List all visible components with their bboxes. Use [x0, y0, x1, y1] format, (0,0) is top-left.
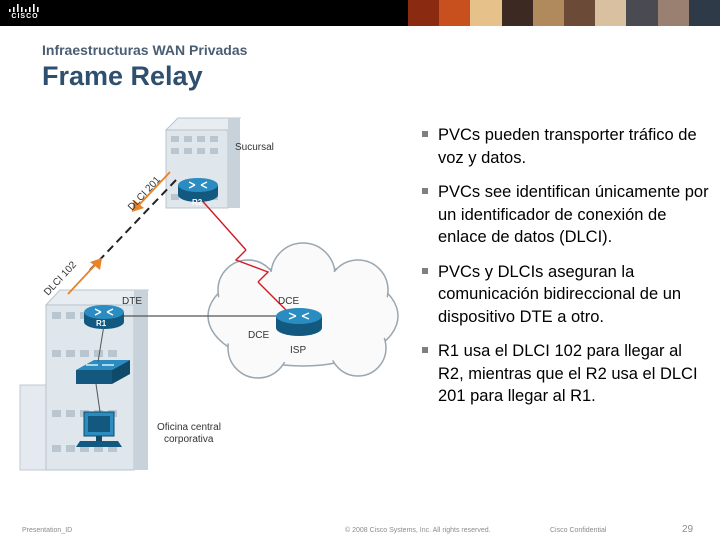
bullet-text: PVCs see identifican únicamente por un i… [438, 183, 709, 246]
r2-label: R2 [192, 198, 203, 207]
r1-label: R1 [96, 319, 107, 328]
header-bar: CISCO [0, 0, 720, 26]
dlci-102-arrow [67, 258, 102, 295]
pvc-dashed-line [89, 179, 177, 271]
branch-isp-link [197, 195, 247, 251]
dce-top-label: DCE [278, 296, 299, 307]
cisco-logo: CISCO [8, 4, 42, 22]
header-photo [626, 0, 658, 26]
cisco-wordmark: CISCO [11, 13, 39, 20]
header-photo-strip [408, 0, 720, 26]
bullet-text: R1 usa el DLCI 102 para llegar al R2, mi… [438, 342, 698, 405]
header-photo [657, 0, 689, 26]
footer-presentation-id: Presentation_ID [22, 527, 73, 534]
slide-subtitle: Infraestructuras WAN Privadas [42, 42, 248, 58]
isp-label: ISP [290, 345, 306, 356]
dte-label: DTE [122, 296, 142, 307]
dlci-201-label: DLCI 201 [126, 174, 163, 213]
bullet-list: PVCs pueden transporter tráfico de voz y… [420, 124, 710, 420]
router-r2-icon [178, 178, 218, 202]
dce-left-label: DCE [248, 330, 269, 341]
frame-relay-diagram: DLCI 201 DLCI 102 Sucursal R2 R1 D [19, 117, 399, 471]
header-photo [532, 0, 565, 26]
isp-branch-link [257, 281, 287, 311]
bullet-item: R1 usa el DLCI 102 para llegar al R2, mi… [420, 340, 710, 408]
r1-switch-link [97, 324, 105, 363]
cisco-bars-icon [9, 4, 39, 12]
bullet-square-icon [422, 347, 428, 353]
header-photo [470, 0, 502, 26]
branch-link-zigzag [234, 249, 270, 283]
header-photo [408, 0, 440, 26]
footer-confidential: Cisco Confidential [550, 527, 607, 534]
bullet-item: PVCs see identifican únicamente por un i… [420, 181, 710, 249]
branch-label: Sucursal [235, 142, 274, 153]
switch-pc-link [95, 383, 101, 413]
slide-title: Frame Relay [42, 61, 203, 91]
header-photo [595, 0, 627, 26]
header-photo [439, 0, 471, 26]
bullet-text: PVCs y DLCIs aseguran la comunicación bi… [438, 262, 682, 326]
bullet-item: PVCs y DLCIs aseguran la comunicación bi… [420, 261, 710, 329]
hq-label-line2: corporativa [164, 434, 214, 445]
pc-icon [76, 411, 122, 447]
switch-icon [76, 360, 130, 384]
page-number: 29 [682, 524, 694, 535]
header-photo [501, 0, 533, 26]
router-isp-icon [276, 308, 322, 336]
router-r1-icon [84, 305, 124, 329]
bullet-item: PVCs pueden transporter tráfico de voz y… [420, 124, 710, 169]
hq-label-line1: Oficina central [157, 422, 221, 433]
bullet-square-icon [422, 267, 428, 274]
bullet-square-icon [422, 131, 428, 137]
bullet-text: PVCs pueden transporter tráfico de voz y… [438, 126, 697, 167]
dlci-201-arrow [132, 171, 171, 212]
header-photo [688, 0, 720, 26]
footer-copyright: © 2008 Cisco Systems, Inc. All rights re… [345, 527, 491, 534]
bullet-square-icon [422, 188, 428, 194]
header-photo [564, 0, 596, 26]
